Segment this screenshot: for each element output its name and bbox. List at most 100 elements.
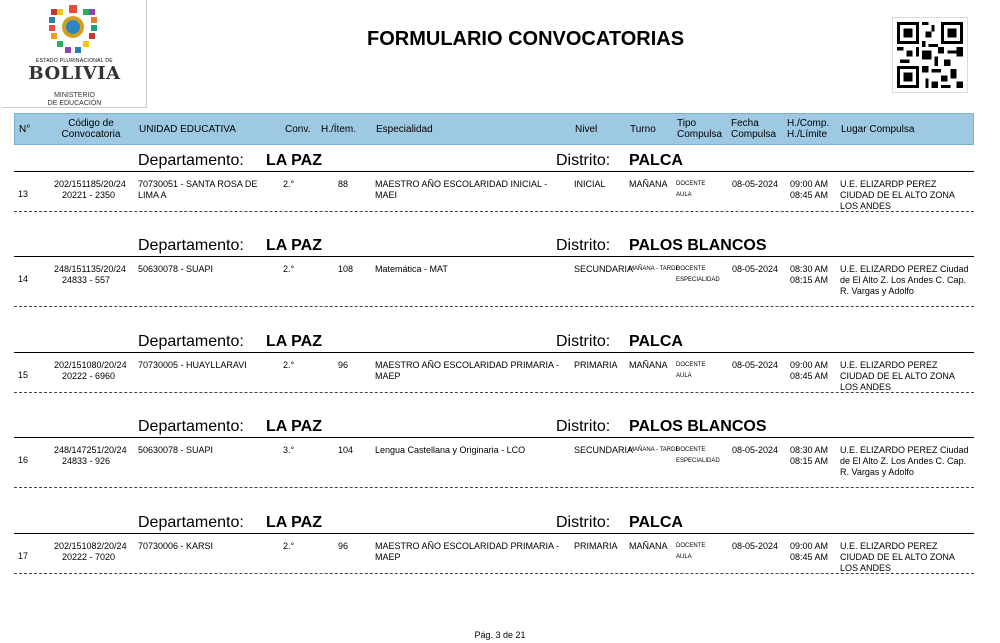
hora-limite: 08:45 AM — [790, 190, 829, 200]
department-header: Departamento: LA PAZ Distrito: PALCA — [14, 331, 974, 353]
row-num: 15 — [18, 370, 29, 380]
col-lugar: Lugar Compulsa — [841, 124, 915, 135]
lugar-line3: LOS ANDES — [840, 563, 892, 573]
dept-value: LA PAZ — [266, 237, 322, 254]
col-fecha-line1: Fecha — [731, 118, 759, 129]
tipo-line2: ESPECIALIDAD — [676, 277, 720, 283]
department-header: Departamento: LA PAZ Distrito: PALOS BLA… — [14, 235, 974, 257]
lugar-line2: CIUDAD DE EL ALTO ZONA — [840, 371, 955, 381]
table-header: N° Código de Convocatoria UNIDAD EDUCATI… — [14, 113, 974, 145]
distrito-value: PALCA — [629, 514, 683, 531]
col-fecha: Fecha Compulsa — [731, 118, 776, 140]
col-hitem: H./Ítem. — [321, 124, 357, 135]
lugar-line1: U.E. ELIZARDP PEREZ — [840, 179, 937, 189]
hitem: 88 — [338, 179, 349, 189]
lugar-line2: CIUDAD DE EL ALTO ZONA — [840, 552, 955, 562]
esp-line2: MAEP — [375, 552, 401, 562]
department-header: Departamento: LA PAZ Distrito: PALOS BLA… — [14, 416, 974, 438]
logo-ministry: MINISTERIO DE EDUCACIÓN — [2, 92, 147, 108]
tipo-line1: DOCENTE — [676, 543, 706, 549]
page-number: Pág. 3 de 21 — [474, 630, 526, 640]
col-tipo: Tipo Compulsa — [677, 118, 722, 140]
lugar-line2: CIUDAD DE EL ALTO ZONA — [840, 190, 955, 200]
nivel: SECUNDARIA — [574, 264, 634, 274]
hora-comp: 08:30 AM — [790, 445, 829, 455]
dept-value: LA PAZ — [266, 152, 322, 169]
fecha: 08-05-2024 — [732, 360, 779, 370]
coat-of-arms-icon — [49, 5, 97, 53]
code-line2: 20222 - 7020 — [62, 552, 116, 562]
dept-value: LA PAZ — [266, 514, 322, 531]
distrito-label: Distrito: — [556, 418, 611, 435]
qr-code — [892, 17, 968, 93]
hora-comp: 09:00 AM — [790, 360, 829, 370]
hitem: 108 — [338, 264, 354, 274]
fecha: 08-05-2024 — [732, 179, 779, 189]
esp-line1: Lengua Castellana y Originaria - LCO — [375, 445, 526, 455]
code-line2: 20222 - 6960 — [62, 371, 116, 381]
conv: 2.° — [283, 360, 295, 370]
tipo-line2: AULA — [676, 554, 692, 560]
col-unidad: UNIDAD EDUCATIVA — [139, 124, 236, 135]
esp-line1: MAESTRO AÑO ESCOLARIDAD PRIMARIA - — [375, 541, 560, 551]
col-tipo-line1: Tipo — [677, 118, 697, 129]
distrito-label: Distrito: — [556, 514, 611, 531]
distrito-value: PALOS BLANCOS — [629, 237, 767, 254]
dept-value: LA PAZ — [266, 333, 322, 350]
code-line2: 24833 - 557 — [62, 275, 111, 285]
nivel: SECUNDARIA — [574, 445, 634, 455]
col-turno: Turno — [630, 124, 656, 135]
lugar-line3: LOS ANDES — [840, 382, 892, 392]
esp-line1: MAESTRO AÑO ESCOLARIDAD INICIAL - — [375, 179, 548, 189]
turno: MAÑANA - TARDE — [629, 447, 680, 453]
hora-limite: 08:15 AM — [790, 456, 829, 466]
lugar-line1: U.E. ELIZARDO PEREZ — [840, 541, 938, 551]
turno: MAÑANA — [629, 541, 668, 551]
code-line1: 202/151185/20/24 — [54, 179, 126, 189]
esp-line2: MAEP — [375, 371, 401, 381]
hora-limite: 08:45 AM — [790, 371, 829, 381]
distrito-value: PALCA — [629, 333, 683, 350]
unidad-line1: 70730005 - HUAYLLARAVI — [138, 360, 247, 370]
turno: MAÑANA - TARDE — [629, 266, 680, 272]
nivel: INICIAL — [574, 179, 606, 189]
tipo-line1: DOCENTE — [676, 447, 706, 453]
col-hcomp: H./Comp. H./Límite — [787, 118, 829, 140]
col-conv: Conv. — [285, 124, 311, 135]
lugar-line3: R. Vargas y Adolfo — [840, 286, 914, 296]
row-num: 14 — [18, 274, 29, 284]
lugar-line1: U.E. ELIZARDO PEREZ Ciudad — [840, 445, 969, 455]
qr-code-icon — [897, 22, 963, 88]
conv: 2.° — [283, 541, 295, 551]
turno: MAÑANA — [629, 179, 668, 189]
department-header: Departamento: LA PAZ Distrito: PALCA — [14, 150, 974, 172]
dept-label: Departamento: — [138, 237, 244, 254]
conv: 2.° — [283, 264, 295, 274]
conv: 3.° — [283, 445, 295, 455]
ministry-logo: ESTADO PLURINACIONAL DE BOLIVIA MINISTER… — [2, 0, 147, 108]
unidad-line1: 70730051 - SANTA ROSA DE — [138, 179, 258, 189]
hitem: 96 — [338, 360, 349, 370]
distrito-value: PALCA — [629, 152, 683, 169]
lugar-line2: de El Alto Z. Los Andes C. Cap. — [840, 456, 967, 466]
unidad-line2: LIMA A — [138, 190, 167, 200]
lugar-line1: U.E. ELIZARDO PEREZ — [840, 360, 938, 370]
col-nivel: Nivel — [575, 124, 598, 135]
dept-label: Departamento: — [138, 418, 244, 435]
dept-label: Departamento: — [138, 514, 244, 531]
code-line2: 24833 - 926 — [62, 456, 111, 466]
turno: MAÑANA — [629, 360, 668, 370]
hitem: 104 — [338, 445, 354, 455]
logo-ministry-line1: MINISTERIO — [54, 92, 95, 99]
lugar-line2: de El Alto Z. Los Andes C. Cap. — [840, 275, 967, 285]
col-code-line1: Código de — [68, 118, 114, 129]
tipo-line1: DOCENTE — [676, 362, 706, 368]
conv: 2.° — [283, 179, 295, 189]
tipo-line2: ESPECIALIDAD — [676, 458, 720, 464]
col-hcomp-line1: H./Comp. — [787, 118, 830, 129]
distrito-label: Distrito: — [556, 333, 611, 350]
esp-line1: Matemática - MAT — [375, 264, 448, 274]
